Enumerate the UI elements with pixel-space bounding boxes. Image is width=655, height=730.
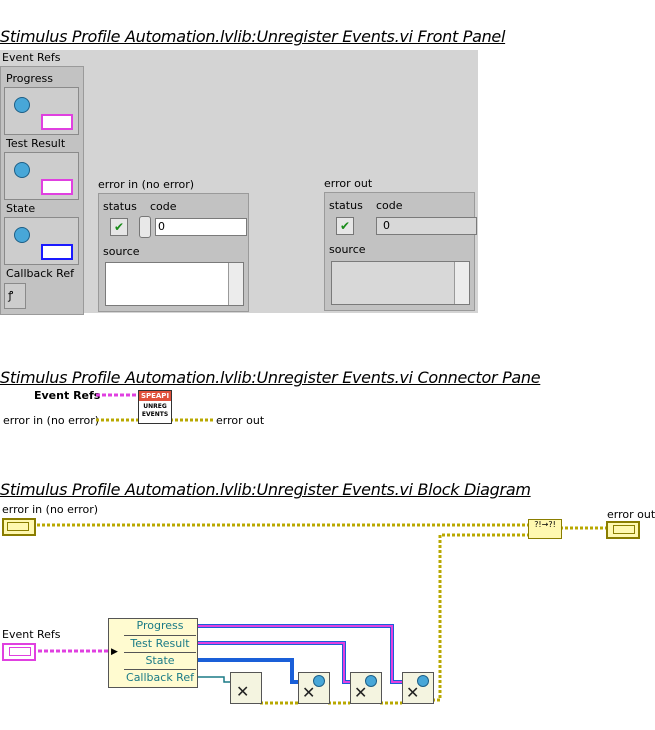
merge-errors-node[interactable]: ?!→?! xyxy=(528,519,562,539)
state-refnum[interactable] xyxy=(4,217,79,265)
dynamic-event-icon xyxy=(41,114,73,130)
error-out-status-label: status xyxy=(329,199,363,212)
state-label: State xyxy=(6,202,36,215)
progress-refnum[interactable] xyxy=(4,87,79,135)
error-in-label: error in (no error) xyxy=(98,178,195,191)
error-out-source-label: source xyxy=(329,243,366,256)
error-in-status-checkbox[interactable]: ✔ xyxy=(110,218,128,236)
unbundle-item-progress[interactable]: Progress xyxy=(136,619,184,632)
callback-ref-refnum[interactable]: ꝭ xyxy=(4,283,26,309)
error-in-source-label: source xyxy=(103,245,140,258)
cluster-icon xyxy=(613,525,635,534)
error-in-source-scrollbar[interactable] xyxy=(228,263,243,305)
error-out-label: error out xyxy=(324,177,373,190)
error-in-cluster[interactable]: status code ✔ 0 source xyxy=(98,193,249,312)
event-refs-label: Event Refs xyxy=(2,51,61,64)
unbundle-item-test-result[interactable]: Test Result xyxy=(124,635,196,652)
front-panel-title: Stimulus Profile Automation.lvlib:Unregi… xyxy=(0,27,506,46)
enum-event-icon xyxy=(41,244,73,260)
vi-icon-line1: UNREG xyxy=(143,403,167,410)
block-diagram-title: Stimulus Profile Automation.lvlib:Unregi… xyxy=(0,480,531,499)
unbundle-item-state[interactable]: State xyxy=(124,652,196,669)
event-refs-cluster[interactable]: Progress Test Result State Callback Ref … xyxy=(0,66,84,315)
close-x-icon: ✕ xyxy=(302,683,316,702)
close-x-icon: ✕ xyxy=(406,683,420,702)
vi-icon-banner: SPEAPI xyxy=(139,391,171,401)
error-out-code-label: code xyxy=(376,199,403,212)
bd-event-refs-label: Event Refs xyxy=(2,628,61,641)
event-refnum-icon xyxy=(14,227,30,243)
unbundle-by-name[interactable]: ▶ xyxy=(108,618,198,688)
close-x-icon: ✕ xyxy=(354,683,368,702)
bd-event-refs-terminal[interactable] xyxy=(2,643,36,661)
event-refnum-icon xyxy=(365,675,377,687)
error-out-code-field: 0 xyxy=(376,217,477,235)
event-refnum-icon xyxy=(313,675,325,687)
test-result-label: Test Result xyxy=(6,137,66,150)
error-in-status-label: status xyxy=(103,200,137,213)
error-out-status-indicator: ✔ xyxy=(336,217,354,235)
cluster-icon xyxy=(9,647,31,656)
callback-icon: ꝭ xyxy=(8,289,14,302)
event-refnum-icon xyxy=(14,97,30,113)
progress-label: Progress xyxy=(6,72,53,85)
dynamic-event-icon xyxy=(41,179,73,195)
test-result-refnum[interactable] xyxy=(4,152,79,200)
unbundle-item-callback-ref[interactable]: Callback Ref xyxy=(124,669,196,686)
bd-error-out-label: error out xyxy=(607,508,655,521)
connector-pane-wires xyxy=(96,393,213,422)
error-in-code-field[interactable]: 0 xyxy=(155,218,247,236)
bd-error-out-terminal[interactable] xyxy=(606,521,640,539)
event-refnum-icon xyxy=(14,162,30,178)
event-refnum-icon xyxy=(417,675,429,687)
unregister-test-result-node[interactable]: ✕ xyxy=(350,672,382,704)
bd-error-in-label: error in (no error) xyxy=(2,503,99,516)
vi-icon-line2: EVENTS xyxy=(141,411,169,418)
close-callback-node[interactable]: ✕ xyxy=(230,672,262,704)
cp-event-refs-label: Event Refs xyxy=(34,389,101,402)
connector-pane-title: Stimulus Profile Automation.lvlib:Unregi… xyxy=(0,368,541,387)
block-diagram-wires xyxy=(32,523,606,705)
error-in-code-label: code xyxy=(150,200,177,213)
unbundle-arrow-icon: ▶ xyxy=(111,647,118,657)
error-out-source-scrollbar[interactable] xyxy=(454,262,469,304)
cluster-icon xyxy=(7,522,29,531)
callback-ref-label: Callback Ref xyxy=(6,267,74,280)
error-out-source-field xyxy=(331,261,470,305)
front-panel: Event Refs Progress Test Result State Ca… xyxy=(0,50,478,315)
cp-error-in-label: error in (no error) xyxy=(3,414,100,427)
error-in-source-field[interactable] xyxy=(105,262,244,306)
cp-error-out-label: error out xyxy=(216,414,265,427)
error-in-code-stepper[interactable] xyxy=(139,216,151,238)
vi-icon[interactable]: SPEAPI UNREG EVENTS xyxy=(138,390,172,424)
unregister-progress-node[interactable]: ✕ xyxy=(402,672,434,704)
close-x-icon: ✕ xyxy=(236,682,250,701)
bd-error-in-terminal[interactable] xyxy=(2,518,36,536)
unregister-state-node[interactable]: ✕ xyxy=(298,672,330,704)
error-out-cluster[interactable]: status code ✔ 0 source xyxy=(324,192,477,311)
